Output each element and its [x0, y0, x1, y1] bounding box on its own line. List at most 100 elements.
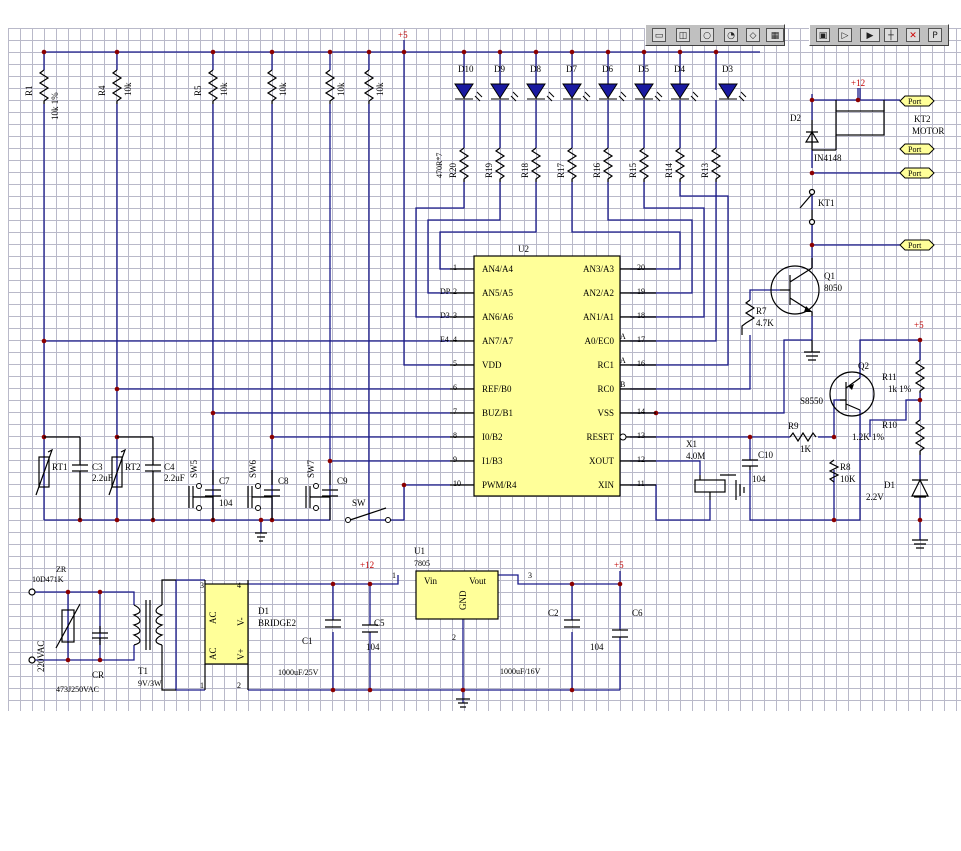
microcontroller-chip[interactable] — [473, 255, 621, 497]
led-resistor-label: R18 — [520, 162, 530, 178]
transistor-q1[interactable] — [770, 258, 820, 316]
u1-value: 7805 — [414, 559, 430, 568]
chip-pin-number: 20 — [637, 263, 645, 272]
chip-pin-number: 14 — [637, 407, 645, 416]
d2-label: D2 — [790, 113, 801, 123]
ac-label: 220VAC — [36, 641, 46, 672]
vcc-label: +5 — [398, 30, 408, 40]
port-flag[interactable] — [899, 167, 935, 179]
led-resistor-label: R14 — [664, 162, 674, 178]
led-label: D6 — [602, 64, 613, 74]
c3-label: C3 — [92, 462, 103, 472]
rect-tool-icon[interactable]: ▭ — [652, 28, 666, 42]
q1-type: 8050 — [824, 283, 843, 293]
led-d7 — [562, 83, 591, 102]
chip-pin-number: 10 — [453, 479, 461, 488]
chip-pin-name: RESET — [586, 432, 614, 442]
c4-label: C4 — [164, 462, 175, 472]
chip-pin-name: A0/EC0 — [584, 336, 614, 346]
wiring-toolbar: ▣ ▷ ▶ ┼ ✕ P — [809, 24, 949, 46]
x1-value: 4.0M — [686, 451, 705, 461]
port-flag[interactable] — [899, 143, 935, 155]
chip-pin-number: 6 — [453, 383, 457, 392]
chip-pin-name: AN1/A1 — [583, 312, 614, 322]
led-d3 — [718, 83, 747, 102]
resistors — [38, 69, 926, 483]
led-resistor-label: R15 — [628, 162, 638, 178]
chip-pin-name: PWM/R4 — [482, 480, 517, 490]
chip-pin-name: AN5/A5 — [482, 288, 513, 298]
bridge-ac-pin: AC — [208, 647, 218, 660]
c2-value: 104 — [590, 642, 604, 652]
no-erc-tool-icon[interactable]: ✕ — [906, 28, 920, 42]
port-label: Port — [908, 145, 922, 154]
led-d4 — [670, 83, 699, 102]
u1-pin: 3 — [528, 571, 532, 580]
u1-vout: Vout — [469, 576, 486, 586]
r8-value: 10K — [840, 474, 856, 484]
r7-value: 4.7K — [756, 318, 774, 328]
led-row — [454, 83, 747, 102]
chip-pin-name: I1/B3 — [482, 456, 503, 466]
chip-pin-number: 18 — [637, 311, 645, 320]
arc-tool-icon[interactable]: ◔ — [724, 28, 738, 42]
chip-pin-name: AN2/A2 — [583, 288, 614, 298]
resistor-value: 10k — [123, 82, 133, 96]
led-resistor-label: R20 — [448, 162, 458, 178]
probe-tool-icon[interactable]: P — [928, 28, 942, 42]
cylinder-tool-icon[interactable]: ◫ — [676, 28, 690, 42]
d1-label: D1 — [884, 480, 895, 490]
port-label: Port — [908, 241, 922, 250]
r10-label: R10 — [882, 420, 898, 430]
resistor-value: 10k — [375, 82, 385, 96]
net-label: DP — [440, 287, 451, 296]
c9-label: C9 — [337, 476, 348, 486]
chip-pin-number: 4 — [453, 335, 457, 344]
r10-value: 1.2K 1% — [852, 432, 884, 442]
chip-pin-name: RC1 — [597, 360, 614, 370]
bridge-vminus: V- — [236, 617, 246, 626]
array-tool-icon[interactable]: ▦ — [766, 28, 784, 42]
led-label: D10 — [458, 64, 474, 74]
net-label: B — [620, 380, 625, 389]
bridge-label: D1 — [258, 606, 269, 616]
led-resistor-label: R19 — [484, 162, 494, 178]
port-flag[interactable] — [899, 95, 935, 107]
cr-value: 473J250VAC — [56, 685, 99, 694]
r11-label: R11 — [882, 372, 897, 382]
chip-pin-name: XOUT — [589, 456, 614, 466]
t1-value: 9V/3W — [138, 679, 162, 688]
led-label: D3 — [722, 64, 733, 74]
sheet-tool-icon[interactable]: ▷ — [838, 28, 852, 42]
relay-section — [799, 100, 885, 361]
resistor-value: 10k — [219, 82, 229, 96]
transistor-q2[interactable] — [829, 371, 875, 417]
chip-pin-number: 12 — [637, 455, 645, 464]
chip-pin-number: 1 — [453, 263, 457, 272]
c10-value: 104 — [752, 474, 766, 484]
c2-label: C2 — [548, 608, 559, 618]
polygon-tool-icon[interactable]: ◇ — [746, 28, 760, 42]
circle-tool-icon[interactable]: ○ — [700, 28, 714, 42]
v12-label: +12 — [851, 78, 865, 88]
part-tool-icon[interactable]: ▣ — [816, 28, 830, 42]
q2-type: S8550 — [800, 396, 824, 406]
port-flag[interactable] — [899, 239, 935, 251]
led-label: D9 — [494, 64, 505, 74]
bridge-pin: 2 — [237, 681, 241, 690]
chip-pin-name: I0/B2 — [482, 432, 503, 442]
chip-pin-number: 3 — [453, 311, 457, 320]
led-label: D4 — [674, 64, 685, 74]
bridge-pin: 4 — [237, 581, 241, 590]
sw-label: SW — [352, 498, 366, 508]
q2-label: Q2 — [858, 361, 869, 371]
chip-pin-name: AN4/A4 — [482, 264, 513, 274]
r9-label: R9 — [788, 421, 799, 431]
c3-value: 2.2uF — [92, 473, 113, 483]
led-d9 — [490, 83, 519, 102]
led-resistor-label: R17 — [556, 162, 566, 178]
vcc-label: +5 — [614, 560, 624, 570]
port-tool-icon[interactable]: ▶ — [860, 28, 880, 42]
junction-tool-icon[interactable]: ┼ — [884, 28, 898, 42]
